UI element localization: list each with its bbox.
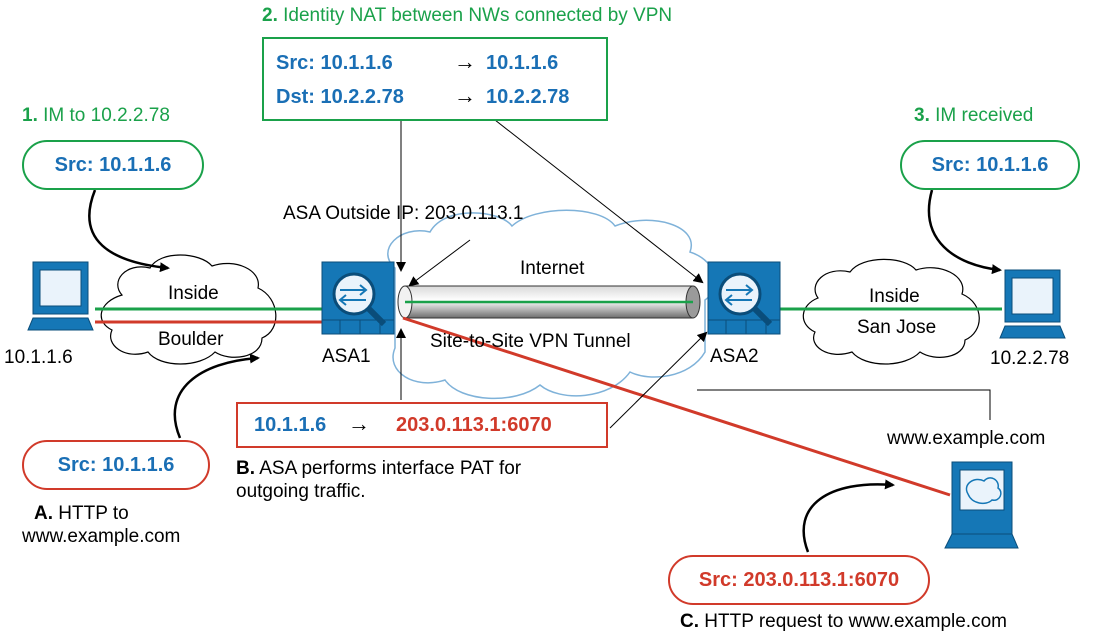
step-3-number: 3. <box>914 105 930 126</box>
inside-sanjose-cloud-icon <box>802 258 980 365</box>
src-to: 10.1.1.6 <box>486 52 559 74</box>
http-path-line-internet <box>402 316 951 497</box>
nat-src-row: Src: 10.1.1.6 <box>276 53 393 73</box>
dst-from: 10.2.2.78 <box>320 86 404 108</box>
asa-firewall-icon <box>321 261 395 335</box>
im-received-bubble: Src: 10.1.1.6 <box>900 140 1080 190</box>
src-label: Src: <box>276 52 315 74</box>
step-3-heading: 3. IM received <box>914 106 1033 125</box>
boulder-label: Boulder <box>158 329 224 350</box>
pc-icon <box>27 261 94 331</box>
vpn-tunnel-icon <box>397 285 701 319</box>
http-nat-bubble: Src: 203.0.113.1:6070 <box>668 555 930 605</box>
web-server-icon <box>944 461 1019 549</box>
step-3-text: IM received <box>935 105 1034 126</box>
step-a-text2: www.example.com <box>22 526 181 547</box>
step-b-text1: ASA performs interface PAT for <box>259 458 522 479</box>
step-c-line: C. HTTP request to www.example.com <box>680 612 1007 631</box>
asa-firewall-icon <box>707 261 781 335</box>
pat-from: 10.1.1.6 <box>254 414 327 436</box>
asa-outside-ip-label: ASA Outside IP: 203.0.113.1 <box>283 203 524 224</box>
inside-left-label: Inside <box>168 283 219 304</box>
step-2-number: 2. <box>262 5 278 26</box>
pc-left-label: 10.1.1.6 <box>4 347 73 368</box>
http-source-text: Src: 10.1.1.6 <box>57 453 175 476</box>
step-1-text: IM to 10.2.2.78 <box>43 105 170 126</box>
step-b-text2: outgoing traffic. <box>236 481 366 502</box>
dst-label: Dst: <box>276 86 315 108</box>
asa2-label: ASA2 <box>710 346 759 367</box>
step-c-number: C. <box>680 611 699 632</box>
right-arrow-icon: → <box>454 83 476 108</box>
src-from: 10.1.1.6 <box>320 52 393 74</box>
inside-right-label: Inside <box>869 286 920 307</box>
pc-right-label: 10.2.2.78 <box>990 348 1070 369</box>
im-source-bubble: Src: 10.1.1.6 <box>22 140 204 190</box>
identity-nat-box: Src: 10.1.1.6 → 10.1.1.6 Dst: 10.2.2.78 … <box>262 37 608 121</box>
step-a-number: A. <box>34 503 53 524</box>
right-arrow-icon: → <box>348 411 370 436</box>
pat-translation-box: 10.1.1.6 → 203.0.113.1:6070 <box>236 402 608 448</box>
http-source-bubble: Src: 10.1.1.6 <box>22 440 210 490</box>
tunnel-label: Site-to-Site VPN Tunnel <box>430 331 631 352</box>
nat-dst-row: Dst: 10.2.2.78 <box>276 87 404 107</box>
step-2-text: Identity NAT between NWs connected by VP… <box>283 5 673 26</box>
step-a-line1: A. HTTP to <box>34 504 129 523</box>
dst-to: 10.2.2.78 <box>486 86 570 108</box>
im-source-text: Src: 10.1.1.6 <box>54 153 172 176</box>
step-b-line1: B. ASA performs interface PAT for <box>236 459 521 478</box>
right-arrow-icon: → <box>454 49 476 74</box>
step-1-number: 1. <box>22 105 38 126</box>
pc-icon <box>999 269 1066 339</box>
server-label: www.example.com <box>887 428 1046 449</box>
http-nat-text: Src: 203.0.113.1:6070 <box>698 568 900 591</box>
step-1-heading: 1. IM to 10.2.2.78 <box>22 106 170 125</box>
step-2-heading: 2. Identity NAT between NWs connected by… <box>262 6 672 25</box>
san-jose-label: San Jose <box>857 317 937 338</box>
step-a-text1: HTTP to <box>58 503 129 524</box>
step-b-number: B. <box>236 458 255 479</box>
asa1-label: ASA1 <box>322 346 371 367</box>
im-received-text: Src: 10.1.1.6 <box>931 153 1049 176</box>
internet-label: Internet <box>520 258 585 279</box>
step-c-text: HTTP request to www.example.com <box>704 611 1007 632</box>
pat-to: 203.0.113.1:6070 <box>396 414 552 436</box>
